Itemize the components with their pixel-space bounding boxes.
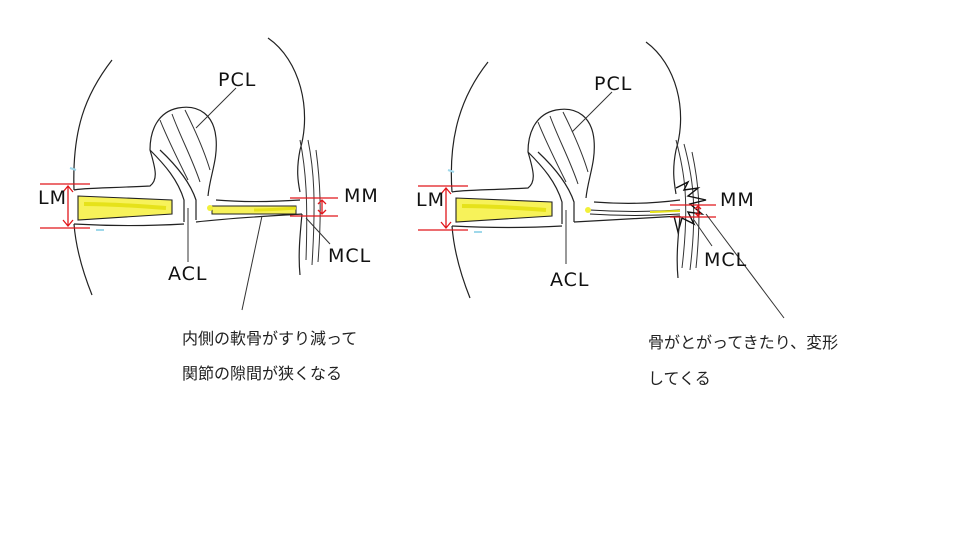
left-tibia-medial-outline xyxy=(298,213,303,276)
right-medial-space-lower xyxy=(589,213,681,216)
left-cartilage-dot xyxy=(207,205,213,211)
right-cartilage-dot xyxy=(585,207,591,213)
right-lateral-cartilage xyxy=(461,204,547,212)
left-lm-measure xyxy=(40,183,90,229)
left-pcl-label: PCL xyxy=(218,69,256,91)
left-pcl-fiber-3 xyxy=(184,109,211,171)
right-accent-1 xyxy=(447,169,455,173)
left-pcl-fiber-2 xyxy=(171,113,201,183)
left-caption-line-1: 内側の軟骨がすり減って xyxy=(182,329,358,348)
right-pcl-label: PCL xyxy=(594,73,632,95)
right-intercondylar-notch xyxy=(527,108,595,199)
right-acl-band-b xyxy=(537,151,575,222)
right-knee: PCL ACL MM MCL LM xyxy=(416,41,785,319)
left-femur-lateral-outline xyxy=(73,59,113,191)
left-pcl-fiber-1 xyxy=(159,119,189,181)
right-tibia-lateral-outline xyxy=(451,225,471,299)
right-pcl-fiber-1 xyxy=(537,121,567,183)
right-acl-label: ACL xyxy=(550,269,590,291)
left-lateral-cartilage xyxy=(83,202,167,210)
left-mm-label: MM xyxy=(344,185,379,207)
left-tibia-lateral-outline xyxy=(73,223,93,296)
left-medial-condyle xyxy=(215,199,301,203)
left-acl-band-b xyxy=(159,149,197,220)
left-mcl-leader xyxy=(305,217,331,245)
right-caption-line-2: してくる xyxy=(648,369,711,388)
right-tibia-plateau-lateral xyxy=(451,225,563,229)
left-acl-label: ACL xyxy=(168,263,208,285)
right-acl-band-a xyxy=(527,151,563,224)
left-pcl-leader xyxy=(195,87,237,129)
left-acl-band-a xyxy=(149,149,185,222)
left-femur-medial-outline xyxy=(267,37,306,193)
left-lm-label: LM xyxy=(38,187,67,209)
left-mcl-line-2 xyxy=(307,139,315,266)
left-caption-line-2: 関節の隙間が狭くなる xyxy=(182,364,343,383)
left-lateral-meniscus xyxy=(77,195,173,221)
right-mcl-label: MCL xyxy=(704,249,747,271)
right-osteophyte xyxy=(673,180,707,235)
left-tibia-plateau-medial xyxy=(195,213,303,223)
right-medial-cartilage xyxy=(649,210,681,213)
right-pcl-fiber-3 xyxy=(562,111,589,173)
right-femur-lateral-outline xyxy=(450,61,489,193)
right-pcl-fiber-2 xyxy=(549,115,579,185)
left-mcl-line-1 xyxy=(299,139,308,261)
left-mm-measure xyxy=(290,197,338,217)
right-femur-medial-outline xyxy=(645,41,682,195)
left-mcl-label: MCL xyxy=(328,245,371,267)
right-tibia-medial-outline xyxy=(676,215,681,279)
left-intercondylar-notch xyxy=(149,106,217,197)
right-medial-condyle xyxy=(593,199,681,204)
left-lateral-condyle xyxy=(73,149,156,191)
right-lateral-condyle xyxy=(451,151,534,193)
left-caption-leader xyxy=(241,215,263,311)
right-tibia-plateau-medial xyxy=(573,215,681,223)
right-lm-label: LM xyxy=(416,189,445,211)
right-caption-line-1: 骨がとがってきたり、変形 xyxy=(648,333,839,352)
right-pcl-leader xyxy=(571,91,613,133)
left-tibia-plateau-lateral xyxy=(73,223,185,227)
left-medial-cartilage xyxy=(253,206,297,212)
right-caption-leader xyxy=(705,213,785,319)
right-lateral-meniscus xyxy=(455,197,553,223)
left-knee: PCL ACL MM MCL LM xyxy=(38,37,379,311)
left-accent-1 xyxy=(69,167,77,171)
left-mcl-line-3 xyxy=(315,149,321,263)
right-mcl-leader xyxy=(693,219,713,247)
right-lm-measure xyxy=(418,185,468,231)
right-mm-label: MM xyxy=(720,189,755,211)
right-mcl-line-2 xyxy=(683,143,695,271)
